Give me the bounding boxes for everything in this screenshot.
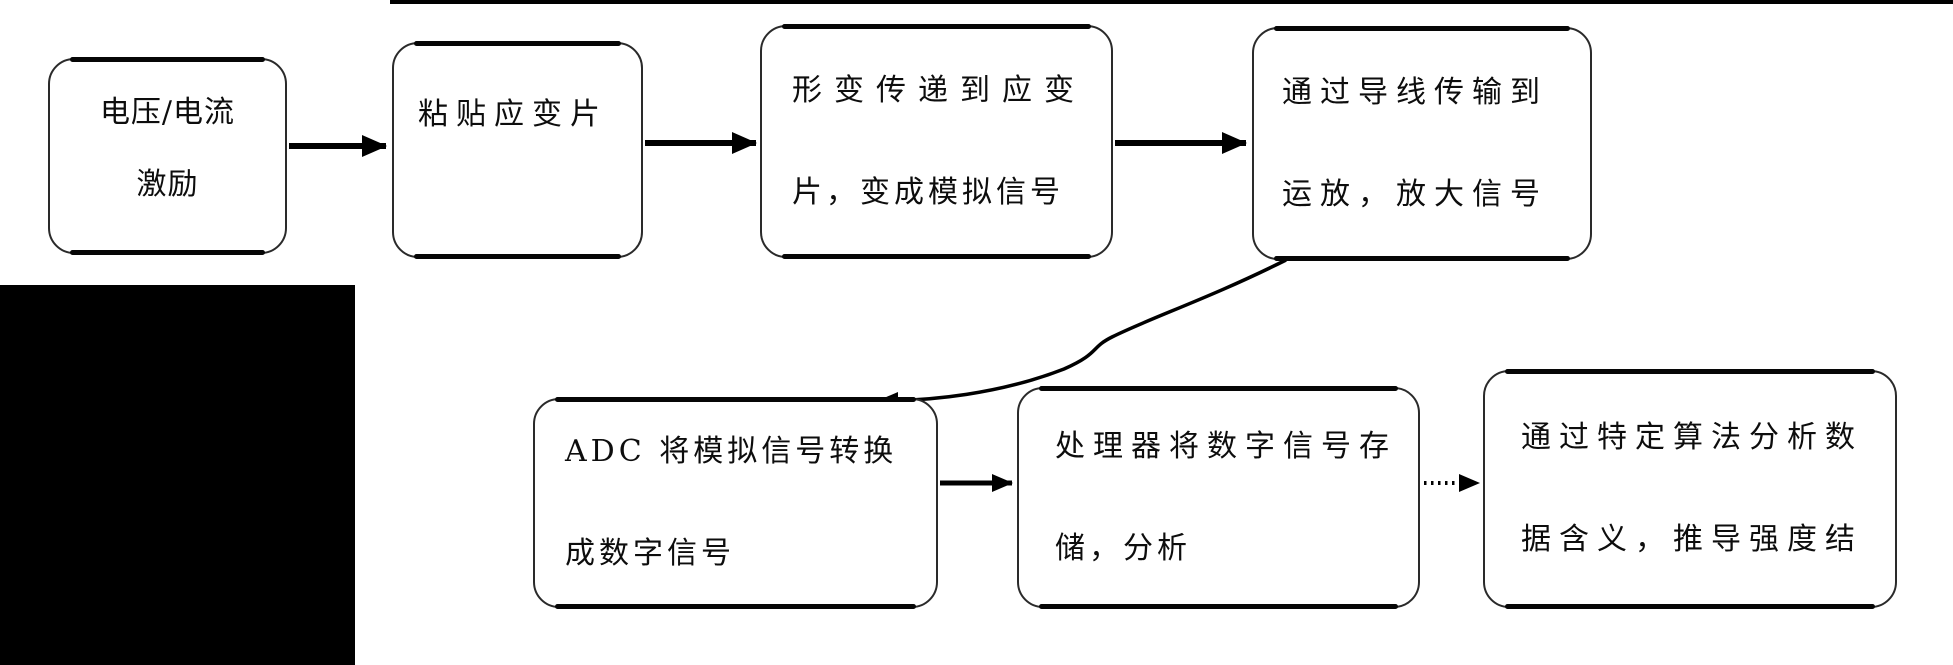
flow-box-excitation: 电压/电流 激励 [48,57,287,255]
flow-box-text: 电压/电流 [99,95,236,130]
flow-box-text: 激励 [136,167,199,202]
flow-box-text: 通过特定算法分析数 [1521,420,1863,455]
top-rule-line [390,0,1953,4]
flow-box-text: 处理器将数字信号存 [1055,428,1397,464]
flow-box-text: 成数字信号 [565,536,735,571]
flow-box-adc-conversion: ADC 将模拟信号转换 成数字信号 [533,397,938,609]
flow-box-text: 形变传递到应变 [792,72,1086,108]
flow-box-attach-strain-gauge: 粘贴应变片 [392,41,643,259]
flow-box-text: 储，分析 [1055,530,1191,566]
curved-arrow-opamp-to-adc [877,258,1287,410]
flow-box-text: 片，变成模拟信号 [792,174,1064,210]
flow-box-algorithm-analysis: 通过特定算法分析数 据含义，推导强度结 [1483,369,1897,609]
redaction-black-rectangle [0,285,355,665]
flow-box-processor-storage: 处理器将数字信号存 储，分析 [1017,386,1420,609]
flow-box-text: 据含义，推导强度结 [1521,522,1863,557]
flow-box-text: ADC 将模拟信号转换 [565,434,898,469]
flow-box-deformation-to-gauge: 形变传递到应变 片，变成模拟信号 [760,24,1113,259]
flow-box-text: 通过导线传输到 [1282,74,1548,110]
flow-box-wire-to-opamp: 通过导线传输到 运放，放大信号 [1252,26,1592,261]
flow-box-text: 粘贴应变片 [418,97,608,132]
flow-box-text: 运放，放大信号 [1282,176,1548,212]
